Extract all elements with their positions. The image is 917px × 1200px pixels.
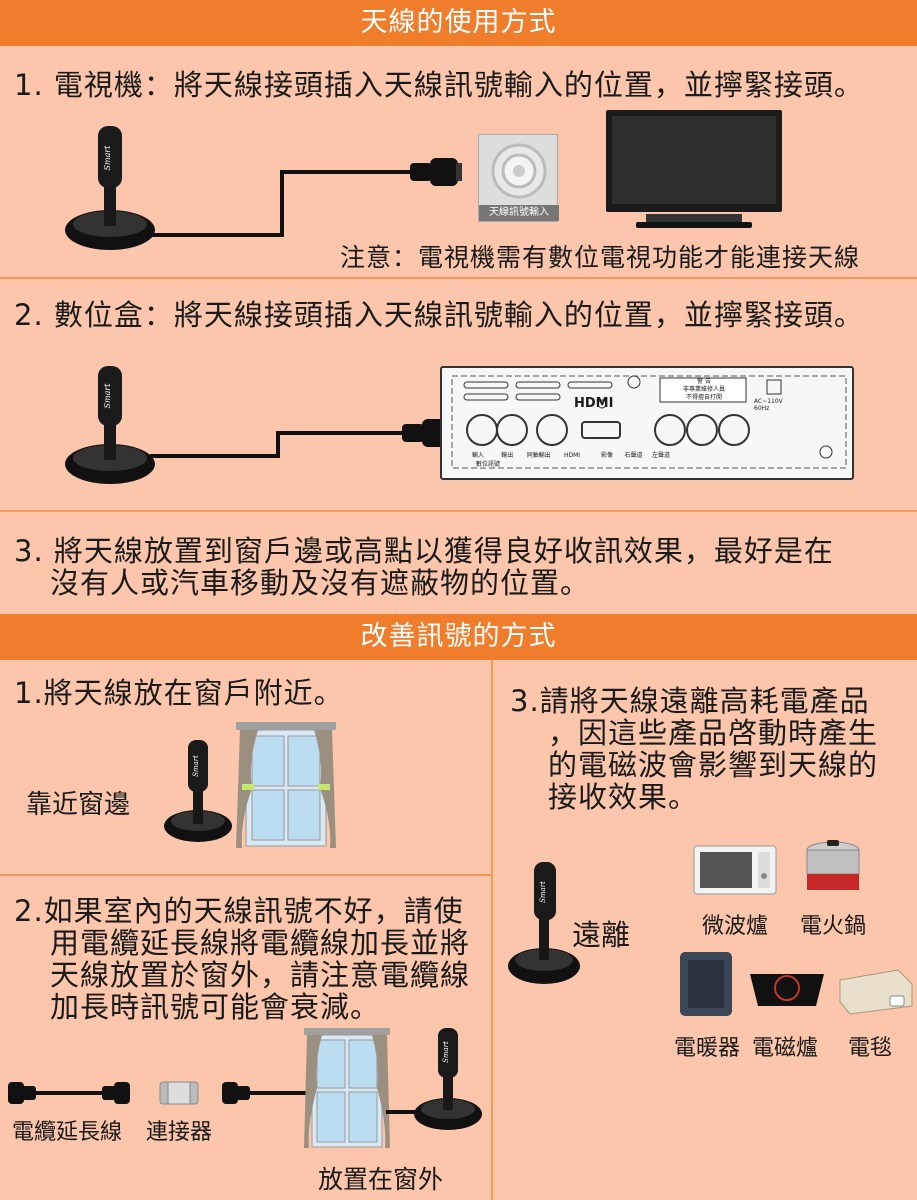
usage-step1-text: 1. 電視機：將天線接頭插入天線訊號輸入的位置，並擰緊接頭。: [14, 68, 864, 102]
divider: [0, 874, 491, 876]
improve-tip3-line4: 接收效果。: [548, 780, 699, 814]
connector-label: 連接器: [146, 1120, 213, 1145]
extension-cable-icon: [8, 1081, 306, 1105]
appliance-label: 電磁爐: [752, 1036, 819, 1061]
divider: [0, 510, 917, 512]
divider: [491, 660, 493, 1200]
improve-tip3-line3: 的電磁波會影響到天線的: [548, 748, 879, 782]
usage-step3-line1: 3. 將天線放置到窗戶邊或高點以獲得良好收訊效果，最好是在: [14, 534, 834, 568]
improve-tip2-line2: 用電纜延長線將電纜線加長並將: [50, 926, 471, 960]
svg-text:Smart: Smart: [192, 755, 200, 777]
cable-label: 電纜延長線: [12, 1120, 123, 1145]
window-icon: [236, 722, 336, 848]
cable-icon: [148, 158, 462, 237]
antenna-icon: Smart: [508, 862, 580, 984]
improve-tip2-line1: 2.如果室內的天線訊號不好，請使: [14, 894, 464, 928]
warning-label: 警 告非專業維修人員不得擅自打開: [682, 378, 725, 401]
port-label: 天線訊號輸入: [479, 205, 559, 221]
antenna-icon: Smart: [65, 126, 155, 250]
improve-tip2-line3: 天線放置於窗外，請注意電纜線: [50, 958, 471, 992]
svg-text:Smart: Smart: [539, 881, 547, 903]
away-label: 遠離: [572, 918, 631, 952]
usage-step3-line2: 沒有人或汽車移動及沒有遮蔽物的位置。: [50, 566, 591, 600]
section-title-usage: 天線的使用方式: [0, 0, 917, 46]
improve-tip3-line2: ，因這些產品啓動時產生: [548, 716, 879, 750]
box-panel: [451, 375, 847, 469]
appliance-label: 微波爐: [702, 914, 769, 939]
window-icon: [304, 1028, 390, 1148]
antenna-icon: Smart: [65, 366, 155, 484]
port-labels: 輸入 輸出 同軸輸出 HDMI 影像 右聲道 左聲道 數位訊號: [472, 452, 671, 468]
antenna-icon: Smart: [164, 740, 232, 842]
microwave-icon: [693, 845, 777, 895]
tv-icon: [606, 110, 782, 228]
antenna-icon: Smart: [386, 1028, 482, 1130]
improve-tip1-label: 靠近窗邊: [26, 790, 131, 820]
appliance-label: 電火鍋: [800, 914, 867, 939]
antenna-port-plate: 天線訊號輸入: [478, 134, 559, 222]
appliance-label: 電暖器: [674, 1036, 741, 1061]
svg-text:Smart: Smart: [103, 383, 112, 409]
usage-step2-text: 2. 數位盒：將天線接頭插入天線訊號輸入的位置，並擰緊接頭。: [14, 298, 864, 332]
svg-text:Smart: Smart: [103, 145, 112, 171]
electric-hotpot-icon: [806, 840, 860, 890]
improve-tip3-line1: 3.請將天線遠離高耗電產品: [510, 684, 870, 718]
induction-cooker-icon: [750, 974, 824, 1006]
hdmi-logo: HDMI: [574, 396, 614, 411]
improve-tip2-line4: 加長時訊號可能會衰減。: [50, 990, 381, 1024]
appliance-label: 電毯: [848, 1036, 893, 1061]
svg-text:Smart: Smart: [442, 1041, 450, 1063]
heater-icon: [680, 952, 732, 1016]
usage-step1-note: 注意：電視機需有數位電視功能才能連接天線: [340, 243, 861, 272]
electric-blanket-icon: [839, 969, 913, 1015]
section-title-improve: 改善訊號的方式: [0, 614, 917, 660]
divider: [0, 277, 917, 279]
coax-port-icon: [491, 143, 547, 199]
improve-tip1-text: 1.將天線放在窗戶附近。: [14, 676, 344, 710]
outside-label: 放置在窗外: [318, 1165, 444, 1194]
